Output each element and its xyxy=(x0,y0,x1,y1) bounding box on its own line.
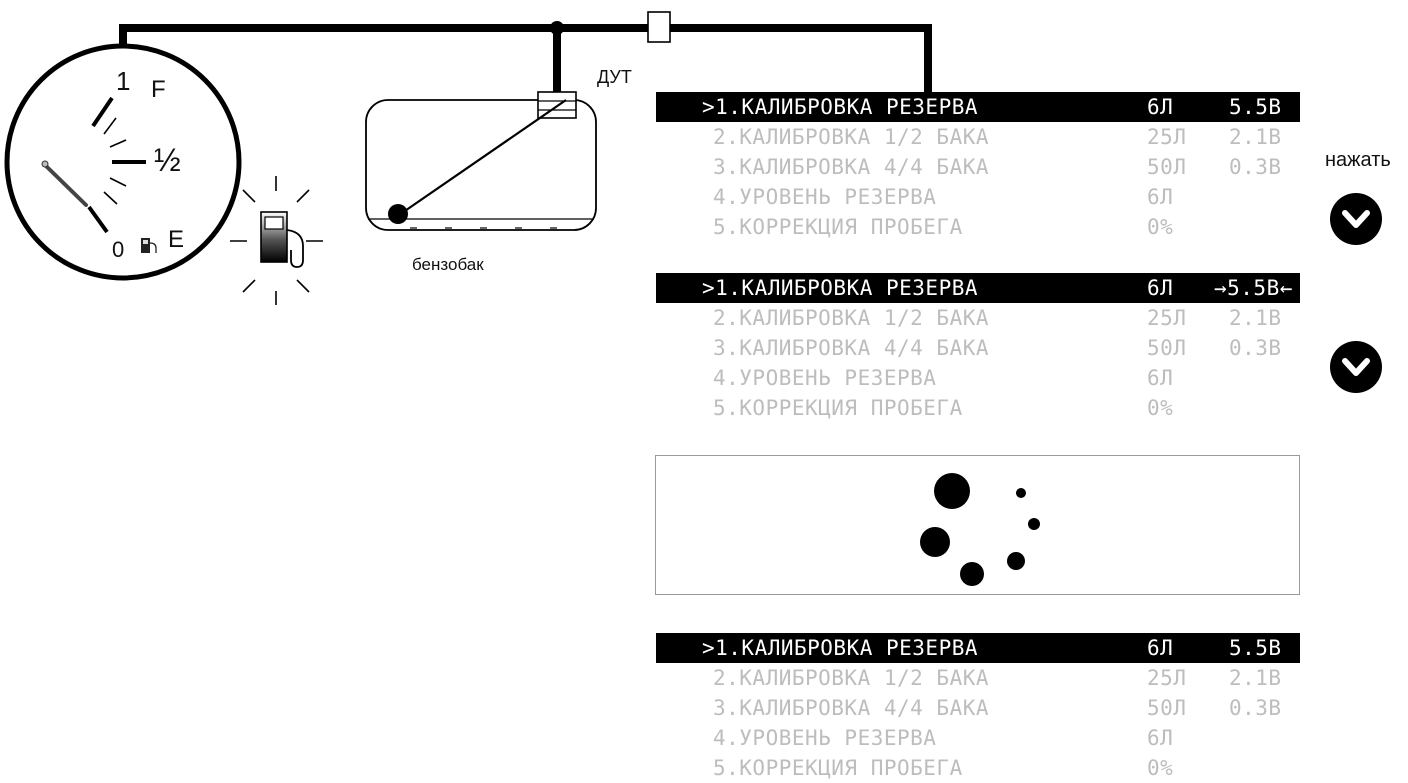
menu-row-voltage: 0.3В xyxy=(1229,155,1282,179)
menu-row-volume: 50Л xyxy=(1147,336,1187,360)
fuel-tank xyxy=(365,91,597,231)
menu-row-value: 0% xyxy=(1147,396,1174,420)
menu-row-voltage: 5.5В xyxy=(1229,636,1282,660)
menu-row-volume: 25Л xyxy=(1147,125,1187,149)
menu-row-half-tank-calibration[interactable]: 2.КАЛИБРОВКА 1/2 БАКА 25Л 2.1В xyxy=(656,663,1300,693)
menu-row-mileage-correction[interactable]: 5.КОРРЕКЦИЯ ПРОБЕГА 0% xyxy=(656,753,1300,783)
menu-row-volume: 25Л xyxy=(1147,666,1187,690)
menu-row-mileage-correction[interactable]: 5.КОРРЕКЦИЯ ПРОБЕГА 0% xyxy=(656,212,1300,242)
menu-row-voltage: 2.1В xyxy=(1229,666,1282,690)
menu-row-voltage: 5.5В xyxy=(1229,95,1282,119)
fuel-level-sensor xyxy=(388,91,577,224)
menu-row-label: 4.УРОВЕНЬ РЕЗЕРВА xyxy=(713,185,937,209)
menu-row-label: 2.КАЛИБРОВКА 1/2 БАКА xyxy=(713,666,990,690)
menu-row-voltage: 2.1В xyxy=(1229,306,1282,330)
loading-spinner-icon xyxy=(920,473,1040,586)
menu-screen-1: >1.КАЛИБРОВКА РЕЗЕРВА 6Л 5.5В 2.КАЛИБРОВ… xyxy=(656,92,1300,242)
chevron-down-icon xyxy=(1342,210,1370,228)
menu-row-voltage: 2.1В xyxy=(1229,125,1282,149)
menu-row-full-tank-calibration[interactable]: 3.КАЛИБРОВКА 4/4 БАКА 50Л 0.3В xyxy=(656,333,1300,363)
menu-row-value: 0% xyxy=(1147,215,1174,239)
gauge-mark-half: ½ xyxy=(154,142,181,178)
menu-row-mileage-correction[interactable]: 5.КОРРЕКЦИЯ ПРОБЕГА 0% xyxy=(656,393,1300,423)
menu-row-label: 2.КАЛИБРОВКА 1/2 БАКА xyxy=(713,306,990,330)
menu-row-label: 4.УРОВЕНЬ РЕЗЕРВА xyxy=(713,726,937,750)
saving-panel xyxy=(655,455,1300,595)
sensor-label: ДУТ xyxy=(597,67,632,87)
fuel-gauge xyxy=(4,43,242,281)
down-button[interactable] xyxy=(1330,341,1382,393)
chevron-down-icon xyxy=(1342,358,1370,376)
gauge-needle xyxy=(43,163,88,207)
menu-row-volume: 6Л xyxy=(1147,276,1174,300)
menu-row-volume: 25Л xyxy=(1147,306,1187,330)
menu-row-label: 5.КОРРЕКЦИЯ ПРОБЕГА xyxy=(713,215,963,239)
menu-row-reserve-level[interactable]: 4.УРОВЕНЬ РЕЗЕРВА 6Л xyxy=(656,723,1300,753)
menu-row-label: >1.КАЛИБРОВКА РЕЗЕРВА xyxy=(702,95,979,119)
menu-row-voltage-editing: →5.5В← xyxy=(1214,276,1293,300)
menu-row-volume: 50Л xyxy=(1147,155,1187,179)
menu-row-volume: 6Л xyxy=(1147,185,1174,209)
menu-row-label: 5.КОРРЕКЦИЯ ПРОБЕГА xyxy=(713,396,963,420)
menu-row-label: 5.КОРРЕКЦИЯ ПРОБЕГА xyxy=(713,756,963,780)
menu-row-label: 3.КАЛИБРОВКА 4/4 БАКА xyxy=(713,155,990,179)
low-fuel-warning-icon xyxy=(230,176,323,305)
menu-row-half-tank-calibration[interactable]: 2.КАЛИБРОВКА 1/2 БАКА 25Л 2.1В xyxy=(656,303,1300,333)
tank-label: бензобак xyxy=(412,255,484,274)
signal-wire xyxy=(119,24,932,96)
menu-row-full-tank-calibration[interactable]: 3.КАЛИБРОВКА 4/4 БАКА 50Л 0.3В xyxy=(656,152,1300,182)
menu-screen-2: >1.КАЛИБРОВКА РЕЗЕРВА 6Л →5.5В← 2.КАЛИБР… xyxy=(656,273,1300,423)
menu-row-reserve-level[interactable]: 4.УРОВЕНЬ РЕЗЕРВА 6Л xyxy=(656,363,1300,393)
menu-row-reserve-calibration[interactable]: >1.КАЛИБРОВКА РЕЗЕРВА 6Л 5.5В xyxy=(656,633,1300,663)
menu-row-volume: 6Л xyxy=(1147,366,1174,390)
menu-row-label: >1.КАЛИБРОВКА РЕЗЕРВА xyxy=(702,276,979,300)
gauge-mark-f: F xyxy=(151,76,166,103)
menu-row-volume: 6Л xyxy=(1147,636,1174,660)
fuel-pump-small-icon xyxy=(141,238,157,253)
float xyxy=(388,204,408,224)
menu-row-label: 3.КАЛИБРОВКА 4/4 БАКА xyxy=(713,696,990,720)
menu-row-volume: 50Л xyxy=(1147,696,1187,720)
menu-row-volume: 6Л xyxy=(1147,95,1174,119)
menu-row-half-tank-calibration[interactable]: 2.КАЛИБРОВКА 1/2 БАКА 25Л 2.1В xyxy=(656,122,1300,152)
gauge-mark-full: 1 xyxy=(116,66,131,96)
press-label: нажать xyxy=(1325,149,1391,171)
menu-row-reserve-calibration[interactable]: >1.КАЛИБРОВКА РЕЗЕРВА 6Л 5.5В xyxy=(656,92,1300,122)
down-button[interactable] xyxy=(1330,193,1382,245)
menu-row-voltage: 0.3В xyxy=(1229,336,1282,360)
menu-row-reserve-level[interactable]: 4.УРОВЕНЬ РЕЗЕРВА 6Л xyxy=(656,182,1300,212)
menu-row-label: 2.КАЛИБРОВКА 1/2 БАКА xyxy=(713,125,990,149)
gauge-mark-zero: 0 xyxy=(112,237,125,262)
menu-row-volume: 6Л xyxy=(1147,726,1174,750)
gauge-mark-e: E xyxy=(168,226,185,253)
menu-screen-3: >1.КАЛИБРОВКА РЕЗЕРВА 6Л 5.5В 2.КАЛИБРОВ… xyxy=(656,633,1300,783)
menu-row-label: 3.КАЛИБРОВКА 4/4 БАКА xyxy=(713,336,990,360)
wire-junction xyxy=(550,21,564,35)
inline-connector xyxy=(647,11,671,43)
menu-row-full-tank-calibration[interactable]: 3.КАЛИБРОВКА 4/4 БАКА 50Л 0.3В xyxy=(656,693,1300,723)
menu-row-voltage: 0.3В xyxy=(1229,696,1282,720)
menu-row-value: 0% xyxy=(1147,756,1174,780)
menu-row-reserve-calibration[interactable]: >1.КАЛИБРОВКА РЕЗЕРВА 6Л →5.5В← xyxy=(656,273,1300,303)
menu-row-label: 4.УРОВЕНЬ РЕЗЕРВА xyxy=(713,366,937,390)
menu-row-label: >1.КАЛИБРОВКА РЕЗЕРВА xyxy=(702,636,979,660)
